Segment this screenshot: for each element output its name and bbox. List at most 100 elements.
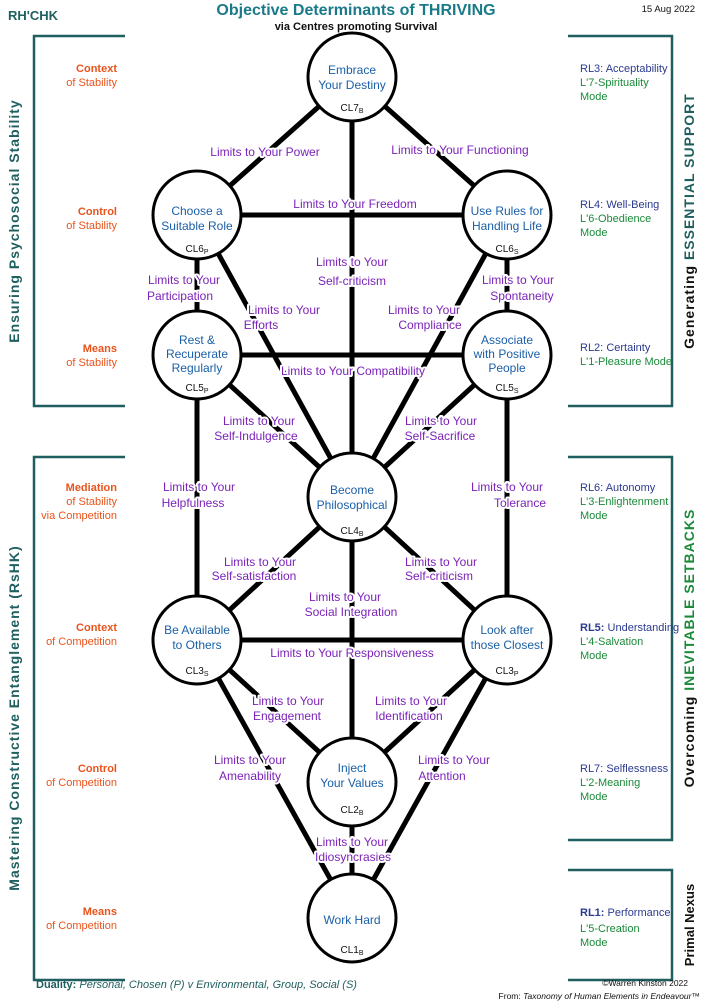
svg-text:Limits to Your: Limits to Your xyxy=(309,590,381,604)
svg-text:Identification: Identification xyxy=(375,709,442,723)
svg-text:Limits to Your: Limits to Your xyxy=(418,753,490,767)
svg-text:Compliance: Compliance xyxy=(398,318,462,332)
source-citation: From: Taxonomy of Human Elements in Ende… xyxy=(499,991,700,1001)
svg-text:of Stability: of Stability xyxy=(66,77,117,89)
right-label-rl6: RL6: Autonomy L'3-Enlightenment Mode xyxy=(580,482,668,522)
edge-labels: Limits to Your Power Limits to Your Func… xyxy=(145,141,556,866)
left-label-context-stability: Context of Stability xyxy=(66,63,117,89)
node-embrace-destiny: Embrace Your Destiny CL7B xyxy=(306,31,398,123)
svg-text:Limits to Your: Limits to Your xyxy=(252,694,324,708)
edge-label-compatibility: Limits to Your Compatibility xyxy=(281,364,425,378)
svg-text:Choose a: Choose a xyxy=(171,204,223,218)
svg-text:Limits to Your: Limits to Your xyxy=(471,480,543,494)
svg-text:of Stability: of Stability xyxy=(66,357,117,369)
bracket-primal xyxy=(568,868,674,982)
svg-text:Your Values: Your Values xyxy=(320,776,383,790)
svg-text:Helpfulness: Helpfulness xyxy=(162,496,225,510)
bracket-competition xyxy=(32,455,125,982)
left-label-mediation: Mediation of Stability via Competition xyxy=(41,482,117,522)
node-work-hard: Work Hard CL1B xyxy=(306,872,398,964)
svg-text:CL5P: CL5P xyxy=(185,383,208,395)
svg-text:Mode: Mode xyxy=(580,791,608,803)
svg-text:Control: Control xyxy=(78,206,117,218)
svg-text:Amenability: Amenability xyxy=(219,769,281,783)
left-label-means-competition: Means of Competition xyxy=(46,906,117,932)
svg-text:Context: Context xyxy=(76,63,117,75)
node-use-rules: Use Rules for Handling Life CL6S xyxy=(461,169,553,261)
edge-label-identification: Limits to Your Identification xyxy=(373,692,449,725)
edge-label-efforts: Limits to Your Efforts xyxy=(242,301,322,334)
svg-text:Become: Become xyxy=(330,483,374,497)
svg-text:Inject: Inject xyxy=(338,761,367,775)
node-inject-values: Inject Your Values CL2B xyxy=(306,736,398,828)
edge-label-compliance: Limits to Your Compliance xyxy=(386,301,464,334)
svg-text:of Competition: of Competition xyxy=(46,636,117,648)
svg-text:Spontaneity: Spontaneity xyxy=(490,289,553,303)
svg-text:L'5-Creation: L'5-Creation xyxy=(580,923,640,935)
edge-label-social-integration: Limits to Your Social Integration xyxy=(303,588,400,621)
svg-text:Limits to Your: Limits to Your xyxy=(163,480,235,494)
edge-label-tolerance: Limits to Your Tolerance xyxy=(469,478,548,512)
svg-text:CL7B: CL7B xyxy=(340,103,363,115)
svg-text:Means: Means xyxy=(83,343,117,355)
svg-text:Be Available: Be Available xyxy=(164,623,230,637)
svg-text:Look after: Look after xyxy=(480,623,533,637)
svg-text:those Closest: those Closest xyxy=(471,638,544,652)
edge-label-responsiveness: Limits to Your Responsiveness xyxy=(270,646,433,660)
svg-text:People: People xyxy=(488,361,526,375)
line-cl3s-cl1 xyxy=(194,637,355,921)
svg-text:Limits to Your: Limits to Your xyxy=(224,555,296,569)
svg-text:CL1B: CL1B xyxy=(340,945,363,957)
svg-text:Limits to Your: Limits to Your xyxy=(405,414,477,428)
svg-text:Limits to Your: Limits to Your xyxy=(148,273,220,287)
node-choose-role: Choose a Suitable Role CL6P xyxy=(151,169,243,261)
svg-text:to Others: to Others xyxy=(172,638,221,652)
svg-text:Self-Sacrifice: Self-Sacrifice xyxy=(405,429,476,443)
svg-text:Philosophical: Philosophical xyxy=(317,498,388,512)
svg-text:L'1-Pleasure Mode: L'1-Pleasure Mode xyxy=(580,356,672,368)
svg-text:L'2-Meaning: L'2-Meaning xyxy=(580,777,640,789)
edge-label-self-indulgence: Limits to Your Self-Indulgence xyxy=(212,412,300,445)
edge-label-freedom: Limits to Your Freedom xyxy=(293,197,416,211)
svg-text:L'3-Enlightenment: L'3-Enlightenment xyxy=(580,496,668,508)
svg-text:Work Hard: Work Hard xyxy=(323,913,380,927)
svg-text:Your Destiny: Your Destiny xyxy=(318,78,386,92)
svg-text:Tolerance: Tolerance xyxy=(494,496,546,510)
svg-text:Idiosyncrasies: Idiosyncrasies xyxy=(315,850,391,864)
svg-text:of Competition: of Competition xyxy=(46,920,117,932)
svg-text:Mode: Mode xyxy=(580,227,608,239)
svg-text:RL2: Certainty: RL2: Certainty xyxy=(580,342,651,354)
edge-label-self-criticism-top: Limits to Your Self-criticism xyxy=(314,253,390,290)
left-label-control-stability: Control of Stability xyxy=(66,206,117,232)
edge-label-spontaneity: Limits to Your Spontaneity xyxy=(480,271,556,305)
svg-text:of Stability: of Stability xyxy=(66,220,117,232)
node-associate-positive: Associate with Positive People CL5S xyxy=(461,309,553,401)
edge-label-functioning: Limits to Your Functioning xyxy=(391,143,528,157)
bracket-stability xyxy=(32,34,125,408)
svg-text:of Competition: of Competition xyxy=(46,777,117,789)
svg-text:Handling Life: Handling Life xyxy=(472,219,542,233)
svg-text:L'7-Spirituality: L'7-Spirituality xyxy=(580,77,649,89)
svg-text:CL5S: CL5S xyxy=(495,383,518,395)
date-label: 15 Aug 2022 xyxy=(642,4,695,15)
left-label-context-competition: Context of Competition xyxy=(46,622,117,648)
edge-label-idiosyncrasies: Limits to Your Idiosyncrasies xyxy=(313,833,393,866)
svg-text:Attention: Attention xyxy=(418,769,465,783)
svg-text:RL5: Understanding: RL5: Understanding xyxy=(580,622,679,634)
svg-text:CL3S: CL3S xyxy=(185,666,208,678)
svg-text:Social Integration: Social Integration xyxy=(305,605,398,619)
vertical-label-primal: Primal Nexus xyxy=(682,884,697,966)
copyright: ©Warren Kinston 2022 xyxy=(602,978,688,988)
node-look-after: Look after those Closest CL3P xyxy=(461,594,553,686)
bracket-setbacks xyxy=(568,455,674,842)
svg-text:Engagement: Engagement xyxy=(253,709,322,723)
svg-text:Recuperate: Recuperate xyxy=(166,347,228,361)
svg-text:Self-satisfaction: Self-satisfaction xyxy=(212,569,297,583)
svg-text:Limits to Your: Limits to Your xyxy=(316,835,388,849)
svg-text:L'4-Salvation: L'4-Salvation xyxy=(580,636,643,648)
edge-label-engagement: Limits to Your Engagement xyxy=(250,692,326,725)
edge-label-self-satisfaction: Limits to Your Self-satisfaction xyxy=(210,553,299,585)
svg-text:CL4B: CL4B xyxy=(340,526,363,538)
left-label-means-stability: Means of Stability xyxy=(66,343,117,369)
